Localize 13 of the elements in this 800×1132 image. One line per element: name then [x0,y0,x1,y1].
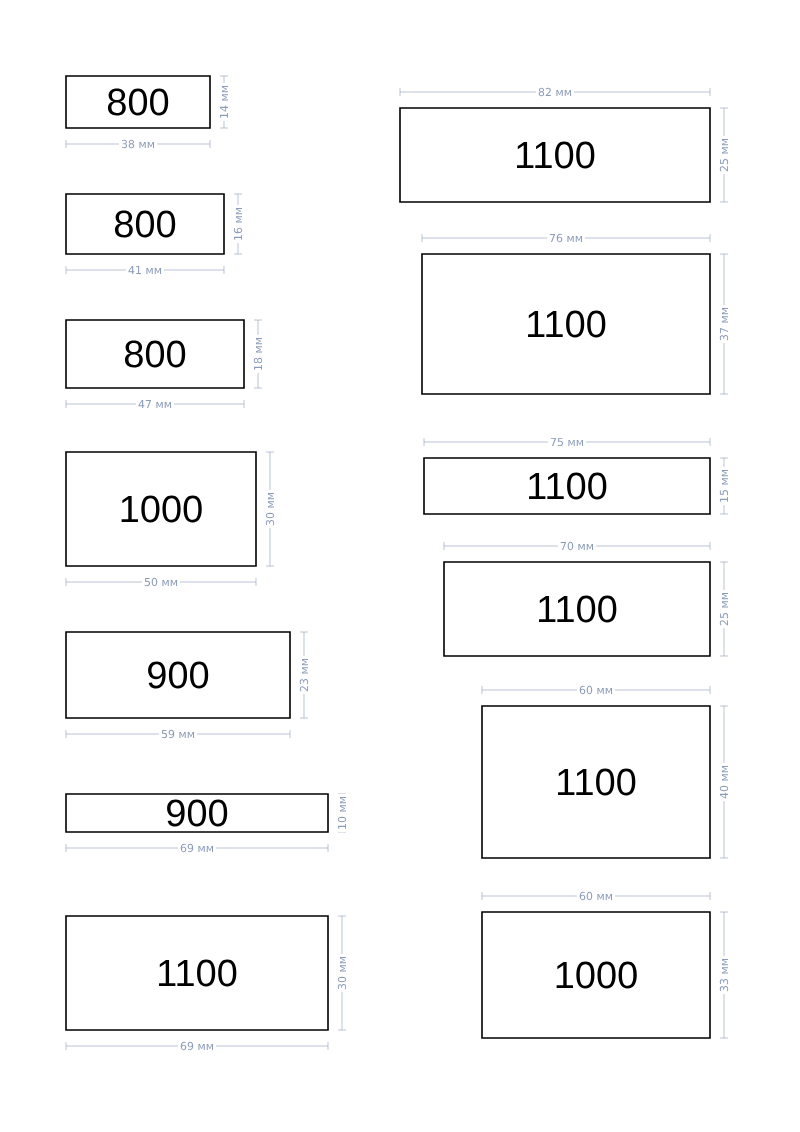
plate-box: 900 [65,793,329,833]
plate-box: 800 [65,319,245,389]
plate-box: 800 [65,75,211,129]
plate-box: 800 [65,193,225,255]
plate-box: 1100 [421,253,711,395]
plate-box: 1000 [481,911,711,1039]
plate-box: 1100 [399,107,711,203]
plate-box: 1100 [443,561,711,657]
plate-box: 1000 [65,451,257,567]
plate-box: 1100 [481,705,711,859]
plate-box: 900 [65,631,291,719]
plate-box: 1100 [65,915,329,1031]
plate-box: 1100 [423,457,711,515]
